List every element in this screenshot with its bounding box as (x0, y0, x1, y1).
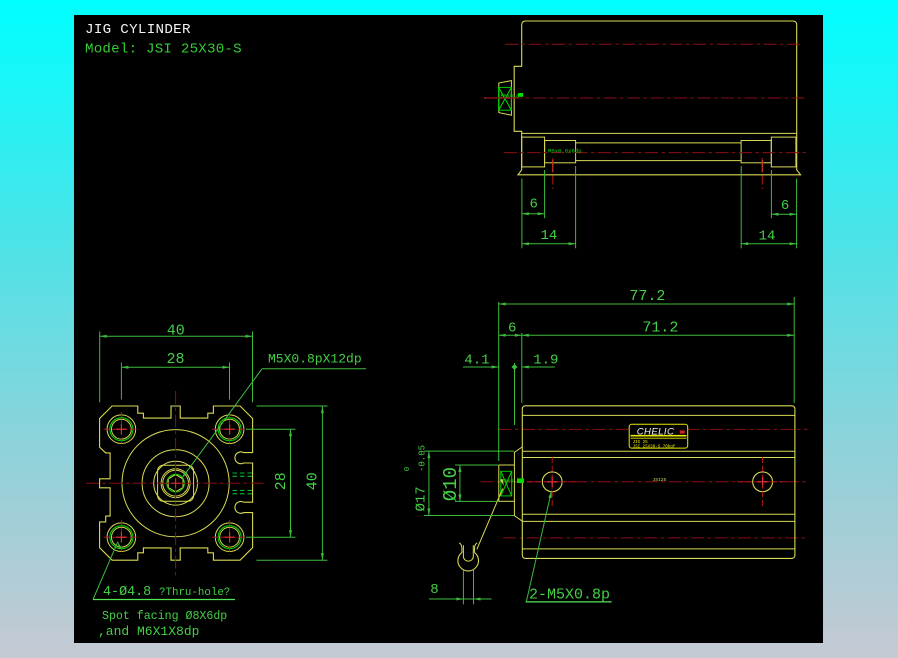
svg-text:40: 40 (167, 322, 185, 339)
svg-text:6: 6 (508, 320, 516, 336)
svg-text:JSI25: JSI25 (653, 477, 667, 483)
svg-text:8: 8 (430, 582, 438, 598)
svg-text:M5X0.8pX12dp: M5X0.8pX12dp (268, 352, 362, 367)
svg-text:JIG 25: JIG 25 (633, 441, 649, 445)
svg-text:6: 6 (530, 196, 538, 212)
svg-text:M5x0.8p: M5x0.8p (501, 479, 523, 485)
svg-text:Model: JSI 25X30-S: Model: JSI 25X30-S (85, 41, 242, 57)
svg-text:77.2: 77.2 (629, 288, 665, 305)
svg-text:14: 14 (541, 228, 558, 244)
svg-text:M5x0.8: M5x0.8 (501, 93, 520, 99)
svg-text:14: 14 (759, 228, 776, 244)
svg-text:?Thru-hole?: ?Thru-hole? (159, 587, 230, 599)
svg-text:1.9: 1.9 (533, 353, 558, 369)
svg-text:Ø10: Ø10 (440, 467, 462, 501)
svg-text:71.2: 71.2 (642, 319, 678, 336)
svg-text:JSI 25X30-S 70kgf: JSI 25X30-S 70kgf (633, 444, 676, 449)
svg-text:-0.05: -0.05 (417, 445, 427, 472)
svg-text:28: 28 (273, 472, 290, 490)
svg-text:4-Ø4.8: 4-Ø4.8 (103, 585, 151, 600)
svg-text:JIG CYLINDER: JIG CYLINDER (85, 22, 191, 38)
svg-text:2-M5X0.8p: 2-M5X0.8p (529, 587, 610, 604)
svg-text:40: 40 (305, 472, 322, 490)
svg-text:CHELIC: CHELIC (637, 426, 675, 437)
svg-text:28: 28 (167, 351, 185, 368)
svg-text:Spot facing Ø8X6dp: Spot facing Ø8X6dp (102, 610, 227, 623)
svg-text:0: 0 (404, 466, 412, 471)
svg-text:Ø17: Ø17 (413, 486, 429, 511)
svg-text:,and M6X1X8dp: ,and M6X1X8dp (98, 624, 199, 639)
svg-text:4.1: 4.1 (464, 353, 489, 369)
svg-text:M5x0.8x6dp: M5x0.8x6dp (548, 148, 582, 155)
svg-text:6: 6 (781, 198, 789, 214)
